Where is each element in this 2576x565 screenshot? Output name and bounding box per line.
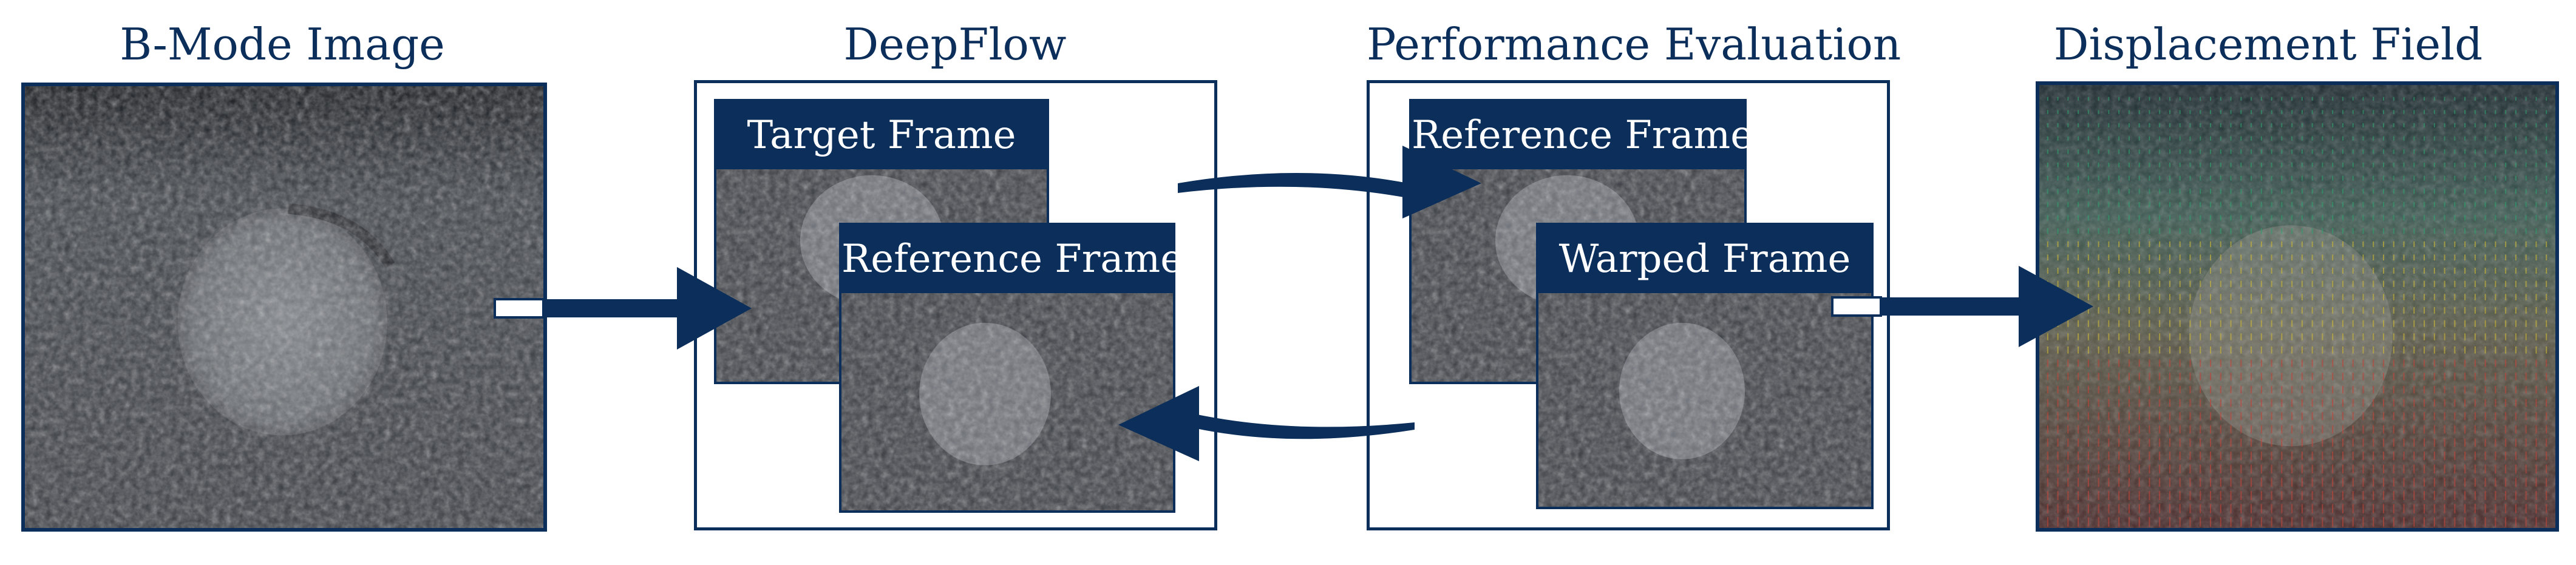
deepflow-reference-card: Reference Frame: [839, 223, 1183, 513]
card-image: [1538, 293, 1871, 507]
displacement-field-image: [2036, 81, 2559, 532]
card-header-label: Reference Frame: [1412, 101, 1753, 169]
card-image: [841, 293, 1173, 510]
bmode-title: B-Mode Image: [120, 19, 445, 70]
card-header-label: Target Frame: [716, 101, 1047, 169]
evaluation-warped-card: Warped Frame: [1536, 223, 1874, 509]
card-header-label: Reference Frame: [841, 225, 1183, 293]
vector-field: [2047, 96, 2547, 527]
deepflow-title: DeepFlow: [843, 19, 1067, 70]
card-header-label: Warped Frame: [1538, 225, 1871, 293]
displacement-title: Displacement Field: [2053, 19, 2483, 70]
evaluation-title: Performance Evaluation: [1367, 19, 1901, 70]
bmode-image: [21, 83, 547, 532]
